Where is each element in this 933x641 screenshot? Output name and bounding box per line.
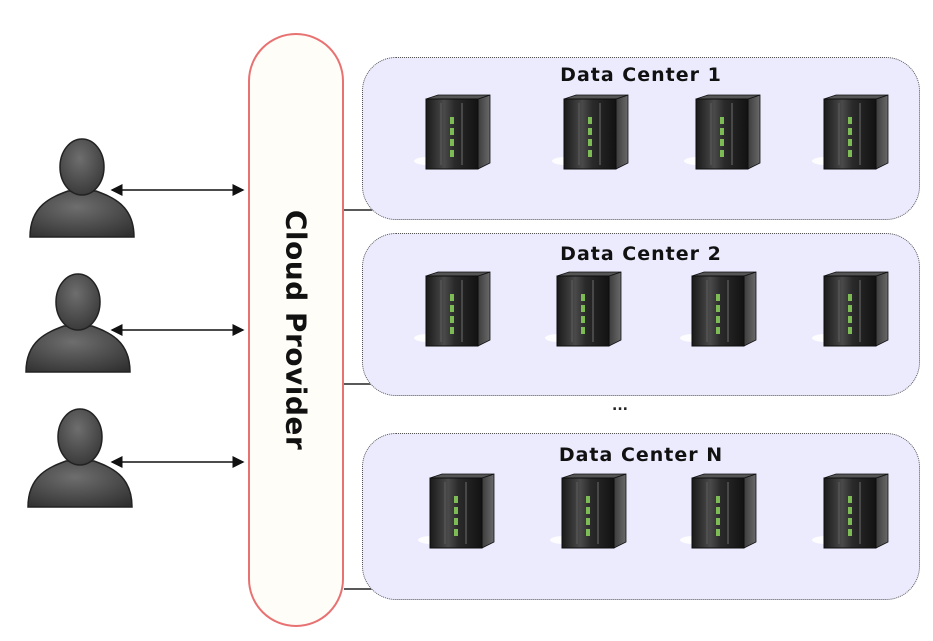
server-icon [414,94,491,170]
user-icon [25,273,131,373]
server-icon [680,271,757,347]
server-icon [414,271,491,347]
server-icon [545,271,622,347]
cloud-provider-box [248,33,344,627]
user-icon [29,138,135,238]
server-icon [812,271,889,347]
server-icon [552,94,629,170]
server-icon [812,94,889,170]
server-icon [684,94,761,170]
data-center-title-n: Data Center N [558,444,724,466]
more-data-centers-ellipsis: ... [612,398,628,414]
server-icon [418,473,495,549]
server-icon [550,473,627,549]
server-icon [812,473,889,549]
user-icon [27,408,133,508]
server-icon [680,473,757,549]
data-center-title-1: Data Center 1 [560,64,722,86]
data-center-title-2: Data Center 2 [560,243,722,265]
